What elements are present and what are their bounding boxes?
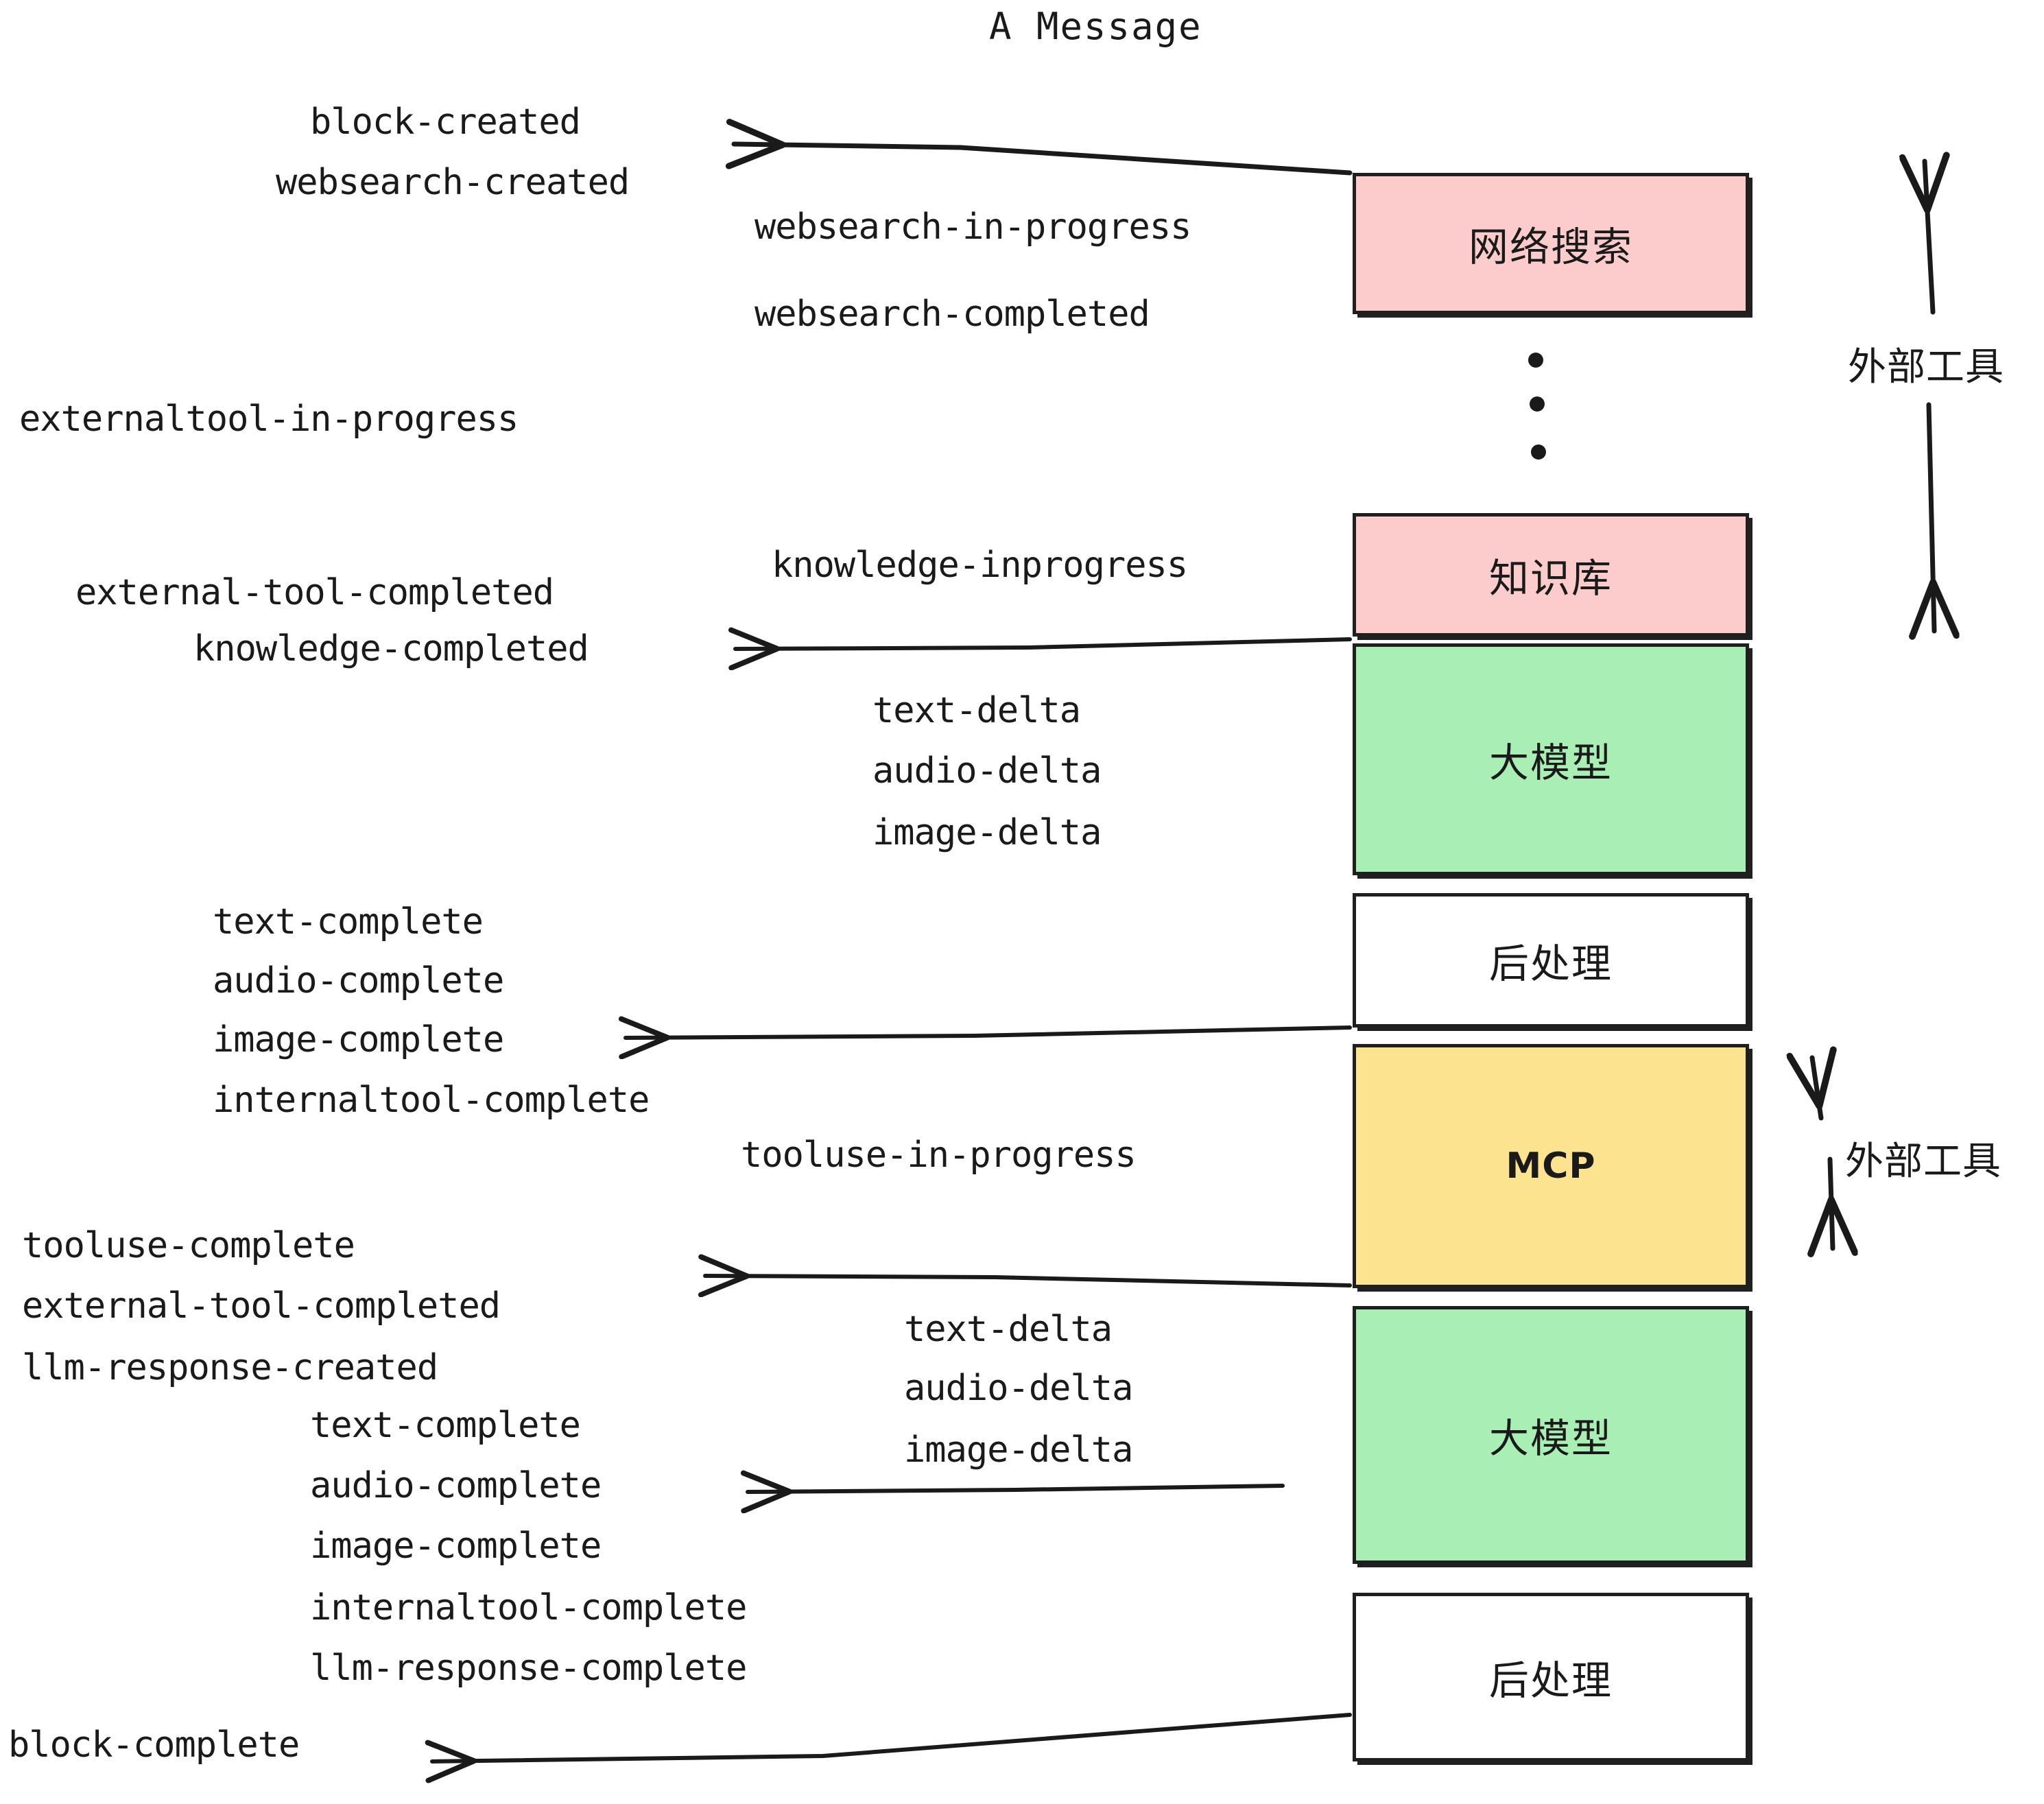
event-label-externaltool-in-progress: externaltool-in-progress [19, 399, 519, 440]
ellipsis-dot-2 [1530, 396, 1545, 412]
arrow-knowledge-to-completed [735, 639, 1352, 649]
event-label-block-complete: block-complete [8, 1724, 300, 1766]
event-label-tooluse-complete: tooluse-complete [22, 1225, 355, 1266]
node-label-llm-1: 大模型 [1488, 739, 1613, 786]
arrow-postprocess1-to-image-complete [626, 1028, 1352, 1038]
node-box-postprocess-2: 后处理 [1353, 1593, 1749, 1761]
ellipsis-dot-3 [1531, 444, 1546, 460]
event-label-internaltool-complete-1: internaltool-complete [213, 1080, 650, 1121]
node-label-knowledge: 知识库 [1488, 555, 1613, 602]
event-label-external-tool-completed-2: external-tool-completed [22, 1285, 501, 1327]
ellipsis-dot-1 [1528, 353, 1543, 368]
node-label-websearch: 网络搜索 [1468, 224, 1633, 270]
event-label-audio-complete-1: audio-complete [213, 960, 504, 1001]
event-label-text-complete-2: text-complete [310, 1405, 581, 1446]
arrow-external-tools-up-1 [1925, 161, 1933, 315]
event-label-llm-response-created: llm-response-created [22, 1347, 438, 1388]
node-label-llm-2: 大模型 [1488, 1415, 1613, 1462]
event-label-websearch-in-progress: websearch-in-progress [754, 206, 1191, 248]
node-box-postprocess-1: 后处理 [1353, 893, 1749, 1028]
arrow-external-tools-down-1 [1929, 402, 1934, 631]
event-label-audio-complete-2: audio-complete [310, 1465, 602, 1506]
event-label-tooluse-in-progress: tooluse-in-progress [741, 1135, 1137, 1176]
event-label-image-complete-1: image-complete [213, 1019, 504, 1060]
arrow-postprocess2-to-block-complete [432, 1713, 1352, 1761]
node-box-mcp: MCP [1353, 1044, 1749, 1288]
event-label-websearch-completed: websearch-completed [754, 294, 1150, 335]
event-label-knowledge-completed: knowledge-completed [193, 628, 589, 669]
event-label-llm-response-complete: llm-response-complete [310, 1648, 747, 1689]
arrow-mcp-to-tooluse-complete [705, 1276, 1352, 1285]
arrow-llm2-to-audio-complete [748, 1486, 1285, 1492]
side-label-external-tools-2: 外部工具 [1845, 1139, 2001, 1184]
event-label-image-delta-1: image-delta [872, 812, 1102, 853]
node-box-llm-2: 大模型 [1353, 1306, 1749, 1564]
page-title: A Message [989, 5, 1202, 48]
event-label-block-created: block-created [310, 102, 581, 143]
event-label-websearch-created: websearch-created [276, 162, 630, 203]
side-label-external-tools-1: 外部工具 [1848, 345, 2004, 390]
event-label-text-complete-1: text-complete [213, 901, 484, 942]
arrow-external-tools-down-2 [1830, 1156, 1833, 1248]
event-label-image-complete-2: image-complete [310, 1526, 602, 1567]
event-label-text-delta-1: text-delta [872, 690, 1081, 731]
node-box-websearch: 网络搜索 [1353, 173, 1749, 314]
event-label-internaltool-complete-2: internaltool-complete [310, 1587, 747, 1628]
node-label-postprocess-2: 后处理 [1488, 1657, 1613, 1704]
node-box-knowledge: 知识库 [1353, 513, 1749, 637]
event-label-audio-delta-1: audio-delta [872, 750, 1102, 792]
event-label-image-delta-2: image-delta [904, 1429, 1133, 1471]
node-box-llm-1: 大模型 [1353, 643, 1749, 875]
arrow-external-tools-up-2 [1812, 1058, 1821, 1121]
node-label-mcp: MCP [1506, 1146, 1596, 1187]
event-label-text-delta-2: text-delta [904, 1309, 1113, 1350]
event-label-knowledge-inprogress: knowledge-inprogress [772, 545, 1188, 586]
event-label-audio-delta-2: audio-delta [904, 1368, 1133, 1409]
arrow-websearch-to-block-created [734, 144, 1353, 176]
node-label-postprocess-1: 后处理 [1488, 940, 1613, 987]
event-label-external-tool-completed-1: external-tool-completed [75, 572, 554, 613]
